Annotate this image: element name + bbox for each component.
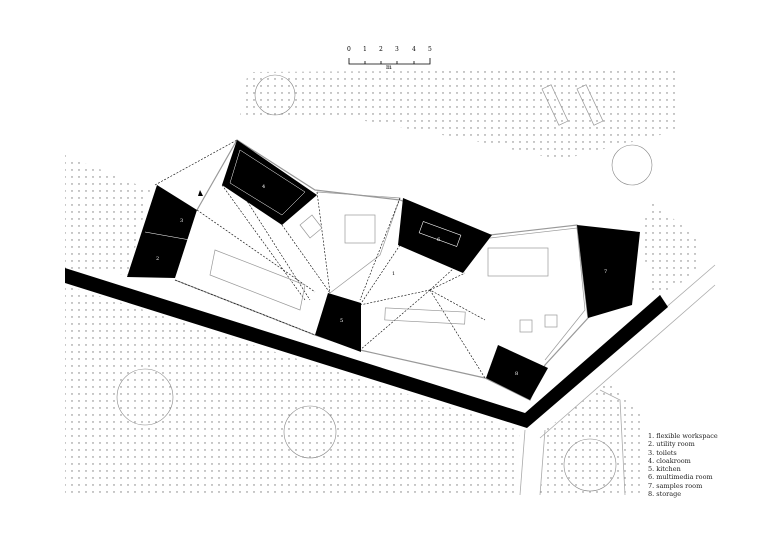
entrance-arrow-icon — [198, 190, 203, 196]
room-label: 2 — [156, 256, 159, 262]
scale-tick: 3 — [395, 46, 399, 53]
scale-tick: 1 — [363, 46, 367, 53]
room-label: 3 — [180, 218, 183, 224]
furniture — [209, 84, 604, 333]
scale-tick: 2 — [379, 46, 383, 53]
room-label: 8 — [515, 371, 518, 377]
room-legend: 1. flexible workspace 2. utility room 3.… — [648, 432, 718, 498]
scale-unit: m — [386, 64, 392, 71]
room-7-samples: 7 — [577, 225, 640, 318]
scale-tick: 4 — [412, 46, 416, 53]
legend-item: 7. samples room — [648, 481, 703, 490]
room-label: 5 — [340, 318, 343, 324]
room-5-kitchen: 5 — [315, 293, 361, 352]
scale-tick: 5 — [428, 46, 432, 53]
scale-tick: 0 — [347, 46, 351, 53]
scale-bar — [348, 58, 431, 65]
room-label-1: 1 — [392, 271, 395, 277]
room-6-multimedia: 6 — [398, 198, 492, 273]
room-2-3-utility-toilets: 3 2 — [127, 185, 197, 278]
legend-item: 2. utility room — [648, 440, 695, 449]
legend-item: 8. storage — [648, 490, 682, 499]
room-label: 7 — [604, 269, 607, 275]
room-label: 4 — [262, 184, 265, 190]
room-label: 6 — [437, 237, 440, 243]
landscape-hatch — [65, 70, 700, 495]
room-8-storage: 8 — [486, 345, 548, 400]
legend-item: 1. flexible workspace — [648, 432, 718, 440]
legend-item: 5. kitchen — [648, 465, 681, 474]
room-4-cloakroom: 4 — [222, 140, 317, 225]
legend-item: 4. cloakroom — [648, 456, 691, 465]
legend-item: 6. multimedia room — [648, 473, 713, 482]
trees — [116, 74, 653, 492]
legend-item: 3. toilets — [648, 448, 677, 457]
